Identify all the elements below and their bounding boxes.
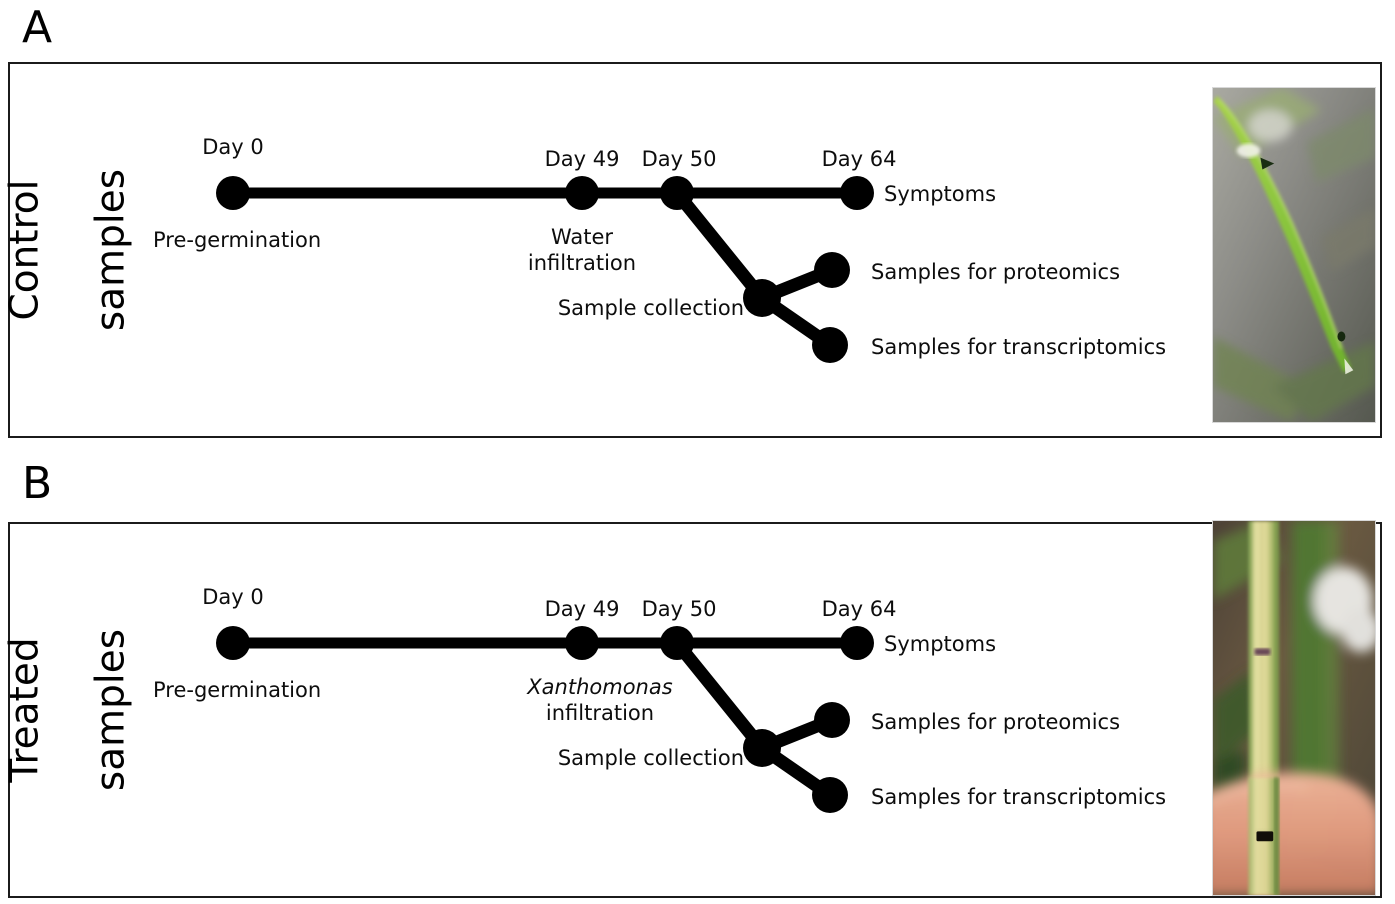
panel-b-sample-collection-label: Sample collection <box>557 746 744 770</box>
panel-letter-b: B <box>22 458 53 509</box>
panel-b-treated-samples: Treated samples Day 0 Day 49 Day 50 Day … <box>3 520 1382 898</box>
panel-a-infiltration-line2: infiltration <box>527 251 637 275</box>
panel-b-symptoms-label: Symptoms <box>884 632 997 656</box>
panel-b-proteomics-label: Samples for proteomics <box>871 710 1121 734</box>
panel-letter-a: A <box>22 2 53 53</box>
panel-a-pre-germination-label: Pre-germination <box>153 228 322 252</box>
panel-b-day64-tick: Day 64 <box>821 597 897 621</box>
panel-a-symptoms-label: Symptoms <box>884 182 997 206</box>
panel-a-day49-tick: Day 49 <box>544 147 620 171</box>
panel-a-day0-tick: Day 0 <box>202 135 264 159</box>
panel-b-day0-tick: Day 0 <box>202 585 264 609</box>
panel-a-transcriptomics-label: Samples for transcriptomics <box>871 335 1167 359</box>
panel-b-infiltration-line1-species: Xanthomonas <box>527 675 673 699</box>
panel-a-day64-tick: Day 64 <box>821 147 897 171</box>
panel-b-day49-tick: Day 49 <box>544 597 620 621</box>
panel-a-proteomics-label: Samples for proteomics <box>871 260 1121 284</box>
panel-a-timeline-graphic <box>216 176 874 363</box>
panel-b-day50-tick: Day 50 <box>641 597 717 621</box>
panel-b-transcriptomics-label: Samples for transcriptomics <box>871 785 1167 809</box>
panel-a-day50-tick: Day 50 <box>641 147 717 171</box>
panel-b-infiltration-label: Xanthomonas infiltration <box>505 674 695 726</box>
panel-b-infiltration-line2: infiltration <box>545 701 655 725</box>
panel-a-infiltration-line1: Water <box>550 225 614 249</box>
healthy-rice-leaf-photo <box>1212 87 1376 423</box>
panel-b-pre-germination-label: Pre-germination <box>153 678 322 702</box>
panel-a-control-samples: Control samples Day 0 Day 49 Day 50 Day … <box>3 62 1382 438</box>
blighted-rice-leaf-photo <box>1212 520 1376 896</box>
panel-b-timeline-graphic <box>216 626 874 813</box>
panel-a-infiltration-label: Water infiltration <box>512 224 652 276</box>
panel-a-sample-collection-label: Sample collection <box>557 296 744 320</box>
